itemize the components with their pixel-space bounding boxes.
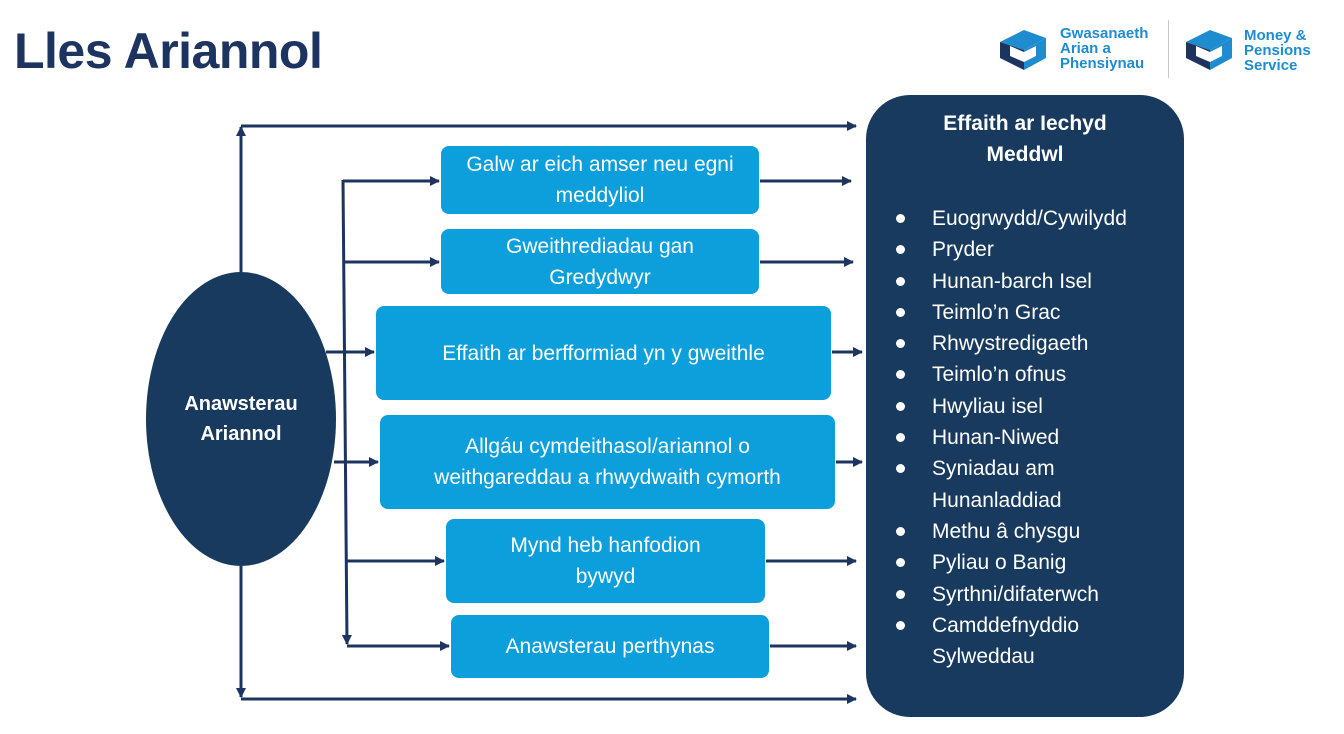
outcome-item-label: Rhwystredigaeth: [932, 332, 1089, 356]
factor-box: Allgáu cymdeithasol/ariannol o weithgare…: [380, 415, 835, 509]
outcome-item-label: Pryder: [932, 238, 994, 262]
outcome-item: Syrthni/difaterwch: [866, 579, 1127, 610]
outcome-item: Teimlo’n ofnus: [866, 359, 1127, 390]
outcome-item: Camddefnyddio Sylweddau: [866, 610, 1122, 673]
source-oval: Anawsterau Ariannol: [146, 272, 336, 566]
bullet-icon: [896, 464, 905, 474]
bullet-icon: [896, 620, 905, 630]
logo-welsh-line: Arian a: [1060, 40, 1111, 57]
outcome-item-label: Syrthni/difaterwch: [932, 582, 1099, 606]
bullet-icon: [896, 370, 905, 380]
outcome-item-label: Hunan-Niwed: [932, 426, 1060, 450]
bullet-icon: [896, 307, 905, 317]
outcome-item: Euogrwydd/Cywilydd: [866, 203, 1127, 234]
outcome-item: Hunan-barch Isel: [866, 266, 1127, 297]
outcome-item: Pryder: [866, 234, 1127, 265]
factor-label: Galw ar eich amser neu egni meddyliol: [466, 153, 734, 207]
logo-welsh-line: Gwasanaeth: [1060, 25, 1149, 42]
arrow-trunk: [341, 179, 352, 645]
outcome-item-label: Hwyliau isel: [932, 394, 1043, 418]
outcome-title: Effaith ar Iechyd Meddwl: [866, 108, 1184, 170]
factor-label: Anawsterau perthynas: [505, 635, 715, 658]
factor-box: Gweithrediadau gan Gredydwyr: [441, 229, 759, 294]
bullet-icon: [896, 339, 905, 349]
outcome-item-label: Camddefnyddio Sylweddau: [932, 613, 1080, 669]
outcome-item: Methu â chysgu: [866, 516, 1127, 547]
logos: Gwasanaeth Arian a Phensiynau Money & Pe…: [990, 20, 1330, 80]
factor-box: Effaith ar berfformiad yn y gweithle: [376, 306, 831, 400]
factor-box: Mynd heb hanfodion bywyd: [446, 519, 765, 603]
factor-label: Mynd heb hanfodion bywyd: [510, 534, 701, 588]
outcome-item: Syniadau am Hunanladdiad: [866, 453, 1122, 516]
factor-label: Effaith ar berfformiad yn y gweithle: [442, 341, 765, 365]
outcome-item-label: Syniadau am Hunanladdiad: [932, 457, 1062, 512]
logo-english-line: Money &: [1244, 27, 1307, 44]
outcome-item: Hunan-Niwed: [866, 422, 1127, 453]
factor-box: Anawsterau perthynas: [451, 615, 769, 678]
factor-box: Galw ar eich amser neu egni meddyliol: [441, 146, 759, 214]
bullet-icon: [896, 401, 905, 411]
outcome-panel: Effaith ar Iechyd Meddwl Euogrwydd/Cywil…: [866, 95, 1184, 717]
bullet-icon: [896, 433, 905, 443]
outcome-item: Teimlo’n Grac: [866, 297, 1127, 328]
factor-label: Allgáu cymdeithasol/ariannol o weithgare…: [434, 435, 781, 489]
outcome-item-label: Methu â chysgu: [932, 519, 1081, 543]
page-title: Lles Ariannol: [14, 23, 323, 79]
outcome-list: Euogrwydd/Cywilydd Pryder Hunan-barch Is…: [866, 203, 1127, 672]
bullet-icon: [896, 276, 905, 286]
outcome-item-label: Teimlo’n Grac: [932, 300, 1061, 324]
outcome-item-label: Euogrwydd/Cywilydd: [932, 207, 1127, 230]
outcome-item-label: Teimlo’n ofnus: [932, 363, 1067, 387]
source-label: Anawsterau Ariannol: [184, 393, 298, 445]
outcome-item: Hwyliau isel: [866, 391, 1127, 422]
bullet-icon: [896, 589, 905, 599]
bullet-icon: [896, 526, 905, 536]
outcome-item: Rhwystredigaeth: [866, 328, 1127, 359]
factor-label: Gweithrediadau gan Gredydwyr: [506, 234, 694, 289]
logo-divider: [1168, 20, 1169, 78]
outcome-item-label: Pyliau o Banig: [932, 551, 1067, 575]
outcome-item: Pyliau o Banig: [866, 547, 1127, 578]
logo-english-line: Service: [1244, 57, 1298, 74]
logo-english-line: Pensions: [1244, 42, 1311, 59]
maps-logo-icon: [1186, 30, 1232, 70]
maps-logo-icon: [1000, 30, 1046, 70]
outcome-item-label: Hunan-barch Isel: [932, 269, 1092, 293]
logo-welsh-line: Phensiynau: [1060, 55, 1145, 72]
bullet-icon: [896, 245, 905, 255]
bullet-icon: [896, 214, 905, 223]
bullet-icon: [896, 558, 905, 568]
outcome-title-text: Effaith ar Iechyd Meddwl: [943, 112, 1107, 166]
